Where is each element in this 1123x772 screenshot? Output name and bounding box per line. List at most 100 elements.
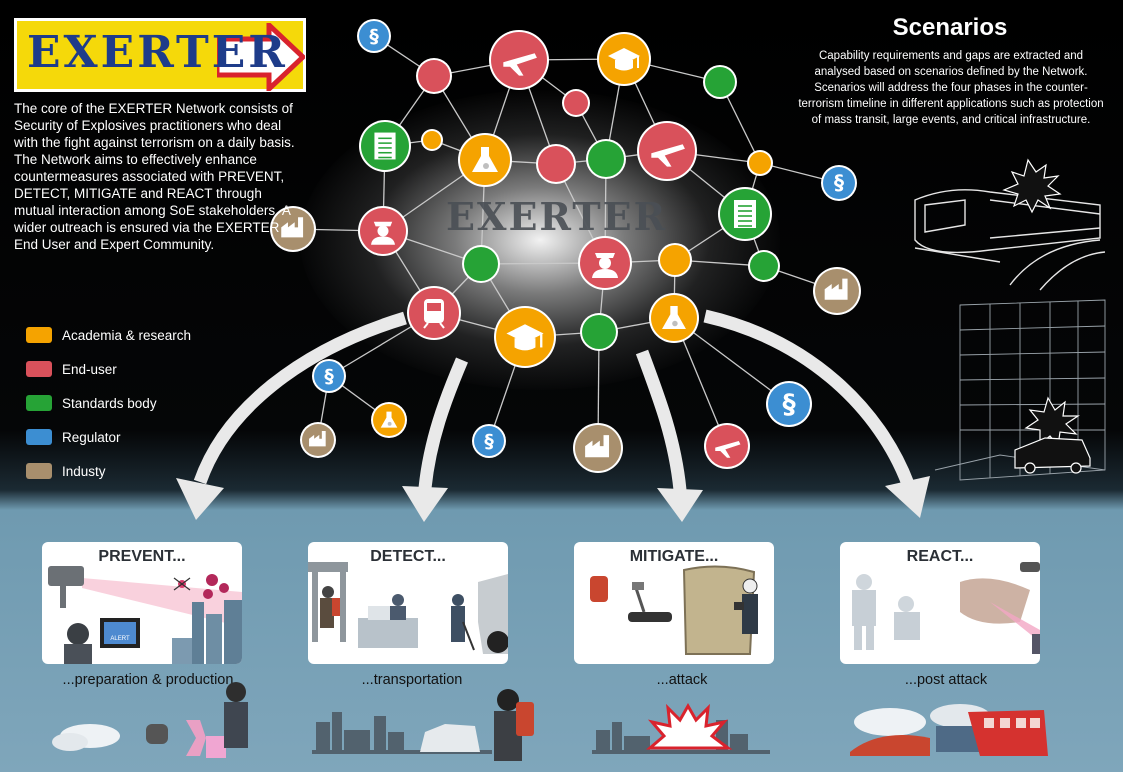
factory-icon <box>281 217 304 238</box>
network-node-standards <box>462 245 500 283</box>
caption-prevent: ...preparation & production <box>62 672 234 688</box>
legend-item-regulator: Regulator <box>26 420 191 454</box>
detect-illustration <box>308 562 508 654</box>
section-icon: § <box>782 390 796 420</box>
backpack-icon <box>590 576 608 602</box>
network-node-enduser <box>416 58 452 94</box>
police-officer-icon <box>371 221 395 245</box>
security-guard-person <box>392 594 404 606</box>
airplane-icon <box>503 53 537 76</box>
prevent-illustration: ALERT <box>48 566 242 664</box>
graduation-cap-icon <box>506 324 544 351</box>
flask-icon <box>662 306 686 330</box>
network-node-enduser <box>637 121 697 181</box>
legend-swatch <box>26 361 52 377</box>
network-node-academia <box>649 293 699 343</box>
network-node-regulator: § <box>821 165 857 201</box>
phase-title: PREVENT... <box>98 548 186 565</box>
cctv-camera-icon <box>48 566 84 586</box>
network-node-standards <box>748 250 780 282</box>
bomb-technician-person <box>742 578 758 594</box>
document-icon <box>734 200 756 228</box>
airplane-icon <box>651 144 685 167</box>
legend-item-industry: Industy <box>26 454 191 488</box>
network-node-regulator: § <box>357 19 391 53</box>
network-node-industry <box>813 267 861 315</box>
network-node-circle <box>823 167 855 199</box>
graduation-cap-icon <box>608 48 640 71</box>
legend-item-academia: Academia & research <box>26 318 191 352</box>
network-node-circle <box>474 426 504 456</box>
network-node-regulator: § <box>472 424 506 458</box>
police-officer-icon <box>592 253 618 278</box>
network-node-standards <box>580 313 618 351</box>
network-node-circle <box>660 245 690 275</box>
network-node-circle <box>564 91 588 115</box>
traveller-person <box>322 586 334 598</box>
network-nodes: § § § § § <box>270 19 861 473</box>
alert-text: ALERT <box>110 636 130 642</box>
legend-label: Industy <box>62 463 106 479</box>
network-node-enduser <box>536 144 576 184</box>
legend-item-standards: Standards body <box>26 386 191 420</box>
phase-title: REACT... <box>906 548 974 565</box>
network-node-circle <box>359 21 389 51</box>
legend-swatch <box>26 463 52 479</box>
network-node-enduser <box>407 286 461 340</box>
legend: Academia & research End-user Standards b… <box>26 318 191 488</box>
logo-arrow-icon <box>217 23 305 91</box>
react-illustration <box>852 562 1040 654</box>
legend-swatch <box>26 429 52 445</box>
section-icon: § <box>834 171 844 195</box>
logo-wordmark: EXERTER <box>27 27 288 78</box>
police-officer-person <box>452 594 464 606</box>
phase-card-prevent: ALERT PREVENT... <box>42 542 242 664</box>
network-node-industry <box>270 206 316 252</box>
network-node-enduser <box>489 30 549 90</box>
network-node-regulator: § <box>766 381 812 427</box>
section-icon: § <box>324 366 334 387</box>
network-node-academia <box>421 129 443 151</box>
airplane-icon <box>715 440 741 458</box>
network-node-circle <box>464 247 498 281</box>
network-node-academia <box>597 32 651 86</box>
phase-card-mitigate: MITIGATE... <box>574 542 774 664</box>
legend-label: Academia & research <box>62 327 192 343</box>
network-node-standards <box>718 187 772 241</box>
operator-person <box>67 623 89 645</box>
network-node-academia <box>494 306 556 368</box>
caption-mitigate: ...attack <box>656 672 708 688</box>
document-icon <box>374 132 396 160</box>
phase-title: MITIGATE... <box>629 548 719 565</box>
network-node-enduser <box>358 206 408 256</box>
network-node-circle <box>588 141 624 177</box>
section-icon: § <box>484 431 494 452</box>
network-node-standards <box>703 65 737 99</box>
network-node-enduser <box>578 236 632 290</box>
network-node-circle <box>750 252 778 280</box>
scenarios-text: Capability requirements and gaps are ext… <box>798 50 1104 126</box>
network-node-standards <box>359 120 411 172</box>
network-node-industry <box>573 423 623 473</box>
scenarios-title: Scenarios <box>892 14 1008 41</box>
network-node-industry <box>300 422 336 458</box>
phase-title: DETECT... <box>370 548 446 565</box>
network-node-enduser <box>704 423 750 469</box>
factory-icon <box>309 431 326 447</box>
exerter-logo: EXERTER <box>14 18 306 92</box>
network-node-circle <box>749 152 771 174</box>
network-node-academia <box>458 133 512 187</box>
legend-label: End-user <box>62 361 117 377</box>
network-node-circle <box>768 383 810 425</box>
phase-card-detect: DETECT... <box>308 542 508 664</box>
network-node-circle <box>418 60 450 92</box>
network-node-academia <box>658 243 692 277</box>
flask-icon <box>472 147 498 172</box>
network-node-circle <box>582 315 616 349</box>
flask-icon <box>380 411 398 428</box>
legend-swatch <box>26 327 52 343</box>
center-logo: EXERTER <box>446 194 668 239</box>
mitigate-illustration <box>590 565 758 655</box>
